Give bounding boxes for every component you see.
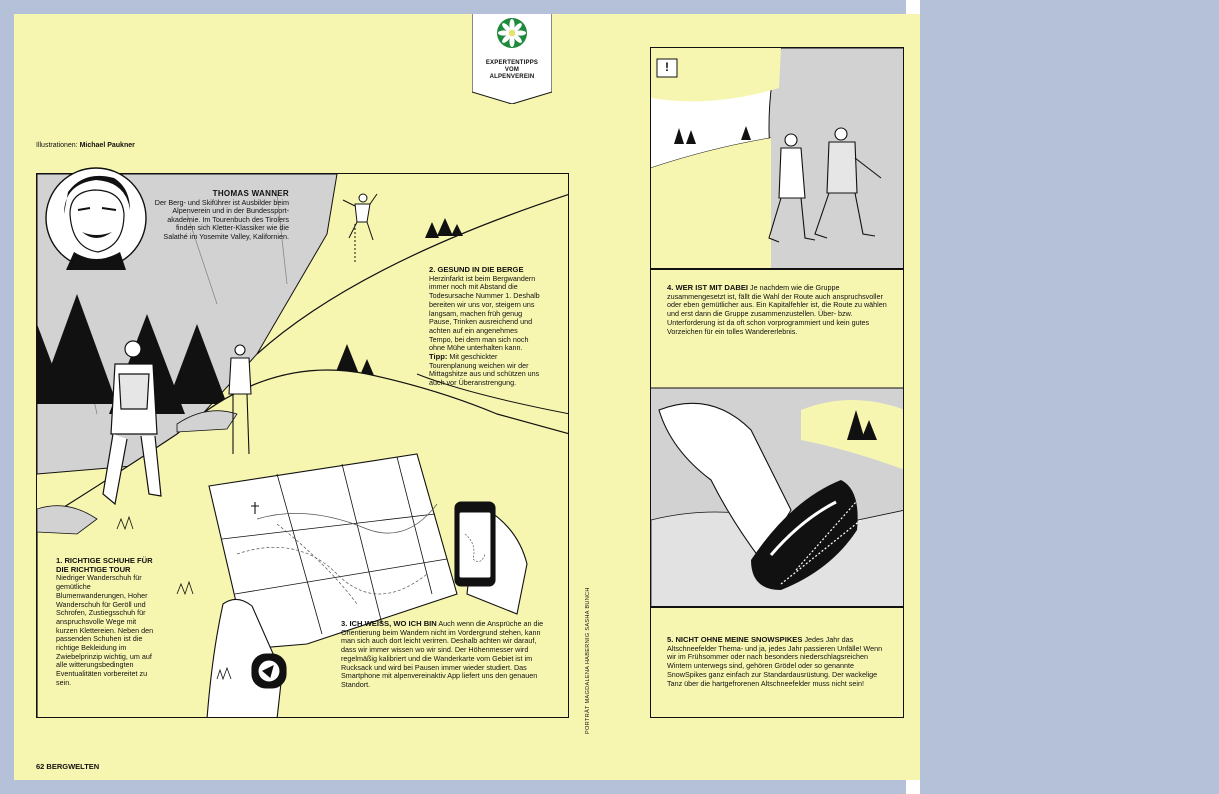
right-panel-1: ! (650, 47, 904, 269)
tipp-label: Tipp: (429, 352, 448, 362)
author-bio-text: Der Berg- und Skiführer ist Ausbilder be… (154, 197, 289, 241)
grass-tufts (116, 515, 232, 681)
tip-title: 3. ICH WEISS, WO ICH BIN (341, 619, 437, 628)
hiking-map-illustration (208, 453, 458, 650)
tip-title: 1. RICHTIGE SCHUHE FÜR DIE RICHTIGE TOUR (56, 556, 153, 574)
badge-line: EXPERTENTIPPS (485, 60, 539, 66)
credit-label: Illustrationen: (36, 142, 78, 149)
hand-with-watch (206, 598, 287, 717)
mountain-hikers-illustration (651, 48, 903, 268)
badge-line: ALPENVEREIN (489, 74, 535, 80)
hiker-figure (102, 340, 162, 506)
tip-title: 2. GESUND IN DIE BERGE (429, 265, 524, 274)
author-portrait (45, 167, 147, 270)
smartphone-illustration (454, 501, 528, 615)
tree-group (674, 126, 751, 144)
tip-text: Jedes Jahr das Altschneefelder Thema- un… (667, 635, 883, 688)
tip-text: Herzinfarkt ist beim Bergwandern immer n… (429, 273, 540, 353)
tip-title: 5. NICHT OHNE MEINE SNOWSPIKES (667, 635, 803, 644)
hiker-figure (228, 344, 252, 455)
author-name: THOMAS WANNER (212, 189, 289, 198)
tip-text: Auch wenn die Ansprüche an die Orientier… (341, 619, 544, 689)
author-bio: THOMAS WANNER Der Berg- und Skiführer is… (154, 189, 289, 241)
page-folio: 62 BERGWELTEN (36, 762, 100, 771)
tip-1: 1. RICHTIGE SCHUHE FÜR DIE RICHTIGE TOUR… (56, 556, 156, 688)
tip-5: 5. NICHT OHNE MEINE SNOWSPIKES Jedes Jah… (667, 635, 889, 688)
magazine-page: EXPERTENTIPPS VOM ALPENVEREIN Illustrati… (14, 14, 920, 780)
edelweiss-icon (498, 19, 526, 47)
warning-symbol: ! (665, 60, 669, 74)
warning-icon (656, 58, 678, 78)
right-panel-2 (650, 269, 904, 607)
tip-2: 2. GESUND IN DIE BERGE Herzinfarkt ist b… (429, 265, 541, 388)
snowspikes-illustration (651, 387, 903, 606)
alpenverein-badge (472, 14, 552, 104)
tip-text: Niedriger Wanderschuh für gemütliche Blu… (56, 573, 154, 687)
tip-text: Je nachdem wie die Gruppe zusammengesetz… (667, 283, 887, 336)
badge-label: EXPERTENTIPPS VOM ALPENVEREIN (472, 60, 552, 81)
photo-credit: PORTRÄT MAGDALENA HABERNIG SASHA BUNCH (585, 587, 591, 734)
illustration-credit: Illustrationen: Michael Paukner (36, 142, 135, 149)
credit-name: Michael Paukner (79, 142, 135, 149)
tip-4: 4. WER IST MIT DABEI Je nachdem wie die … (667, 283, 889, 336)
boot-with-spikes (751, 480, 862, 590)
tree-group (425, 218, 463, 238)
tip-3: 3. ICH WEISS, WO ICH BIN Auch wenn die A… (341, 619, 547, 690)
tip-title: 4. WER IST MIT DABEI (667, 283, 749, 292)
tree-group (847, 410, 877, 440)
right-text-frame (650, 607, 904, 718)
hiker-figure (768, 127, 882, 243)
climber-figure (342, 193, 378, 264)
badge-line: VOM (504, 67, 520, 73)
tipp-text: Mit geschickter Tourenplanung weichen wi… (429, 352, 540, 388)
